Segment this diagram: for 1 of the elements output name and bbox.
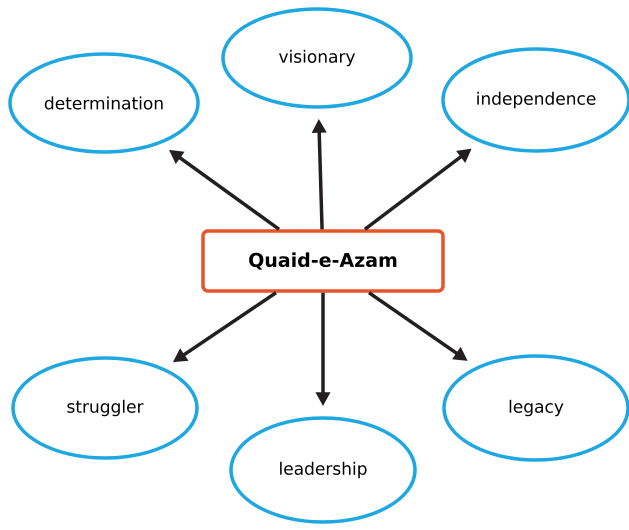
title-box: Quaid-e-Azam — [201, 229, 445, 293]
